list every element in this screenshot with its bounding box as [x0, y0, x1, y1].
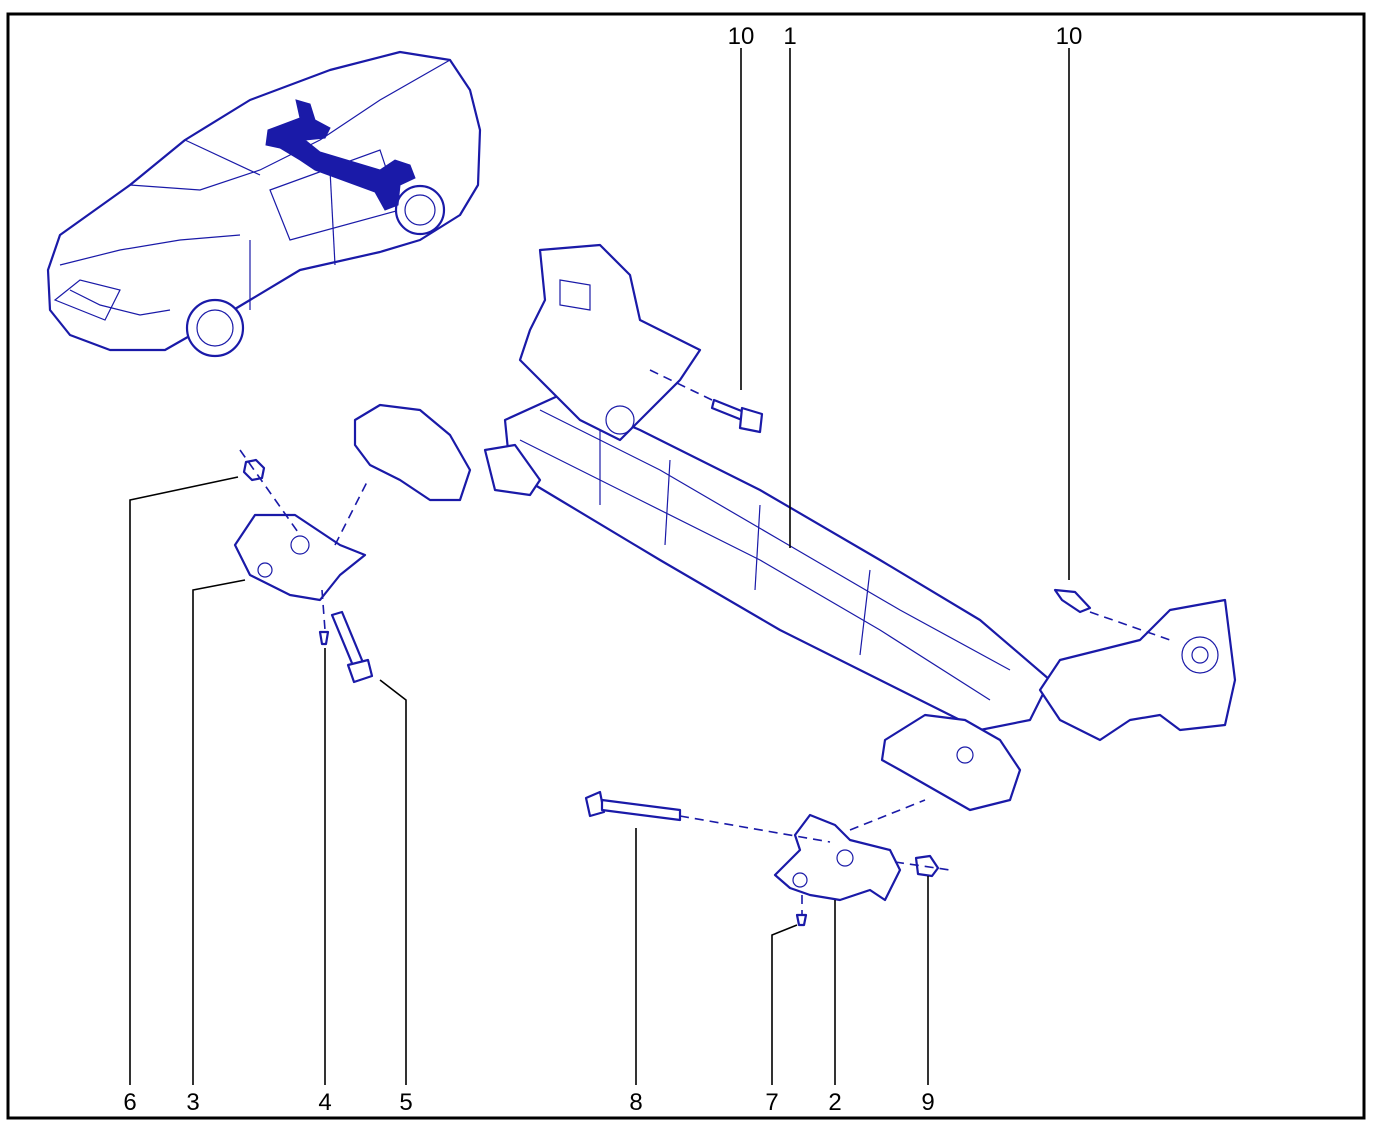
nut-left: [242, 458, 266, 482]
callout-4: 4: [318, 1089, 331, 1116]
bolt-upper-left: [710, 398, 764, 434]
diagram-border: [6, 12, 1366, 1120]
callouts: 10 1 10 6 3 4 5 8 7 2 9: [123, 23, 1082, 1116]
left-bracket: [233, 513, 367, 602]
car-illustration: [46, 50, 482, 358]
bolt-upper-right: [1053, 588, 1092, 614]
callout-5: 5: [399, 1089, 412, 1116]
callout-1: 1: [783, 23, 796, 50]
callout-10-right: 10: [1056, 23, 1083, 50]
callout-7: 7: [765, 1089, 778, 1116]
callout-3: 3: [186, 1089, 199, 1116]
bolt-left: [330, 610, 374, 684]
long-bolt: [584, 790, 682, 822]
right-bracket: [773, 813, 902, 902]
callout-6: 6: [123, 1089, 136, 1116]
callout-2: 2: [828, 1089, 841, 1116]
leader-lines: [129, 48, 1070, 1085]
assembly-lines: [239, 369, 1171, 915]
highlighted-axle: [265, 99, 416, 211]
small-screw-right: [795, 913, 808, 927]
callout-8: 8: [629, 1089, 642, 1116]
callout-10-left: 10: [728, 23, 755, 50]
callout-9: 9: [921, 1089, 934, 1116]
rear-axle-beam: [353, 243, 1237, 812]
small-screw-left: [318, 630, 330, 646]
